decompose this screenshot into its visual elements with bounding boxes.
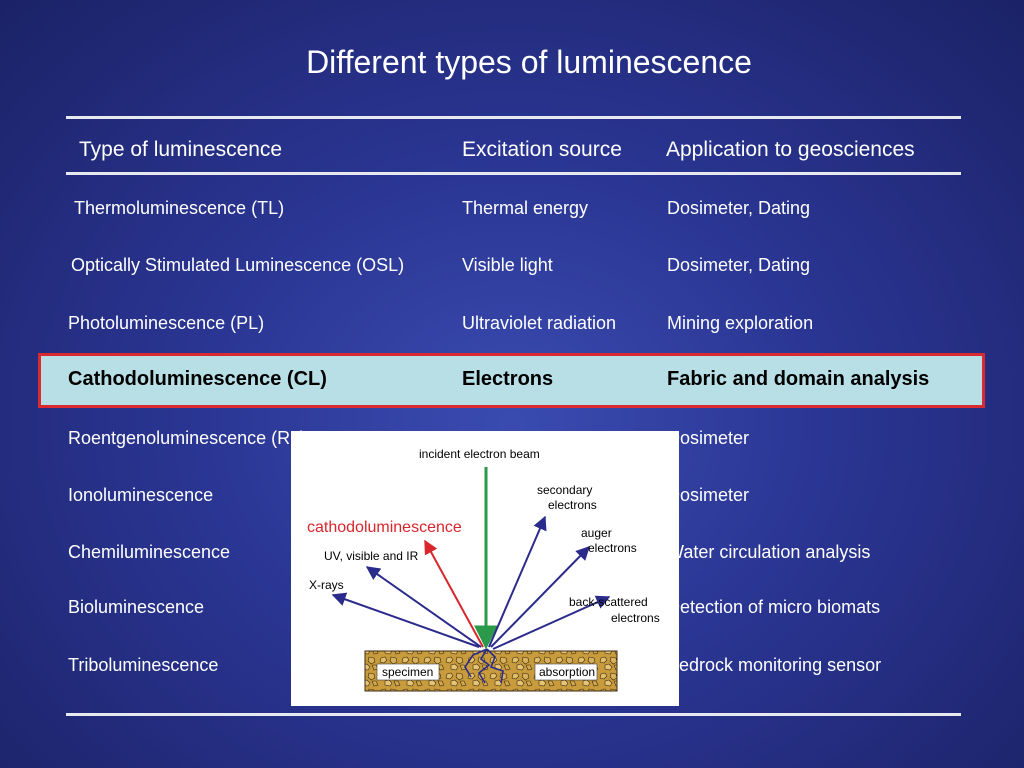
row-type: Thermoluminescence (TL) (74, 198, 285, 218)
row-type: Bioluminescence (68, 597, 205, 617)
bottom-rule (66, 713, 961, 716)
row-application: Mining exploration (667, 313, 814, 333)
row-application: Dosimeter, Dating (667, 255, 811, 275)
slide-title: Different types of luminescence (306, 44, 752, 80)
cl-arrow (424, 539, 484, 648)
header-rule (66, 172, 961, 175)
highlight-row-box (38, 353, 985, 408)
row-source: Ultraviolet radiation (462, 313, 617, 333)
auger-label-1: auger (581, 526, 612, 540)
specimen-label-box (376, 663, 440, 681)
row-application: Detection of micro biomats (667, 597, 881, 617)
row-application: Bedrock monitoring sensor (667, 655, 882, 675)
row-application: Dosimeter (667, 428, 750, 448)
secondary-label-2: electrons (548, 498, 597, 512)
backscattered-arrow (492, 595, 611, 650)
auger-arrow (490, 546, 590, 648)
header-type: Type of luminescence (79, 138, 283, 161)
cl-label: cathodoluminescence (307, 519, 462, 536)
top-rule (66, 116, 961, 119)
row-application: Water circulation analysis (667, 542, 871, 562)
row-type: Triboluminescence (68, 655, 219, 675)
auger-label-2: electrons (588, 541, 637, 555)
row-application: Dosimeter (667, 485, 750, 505)
row-type: Chemiluminescence (68, 542, 231, 562)
secondary-arrow (488, 515, 547, 648)
xrays-arrow (331, 592, 480, 648)
row-type-highlight: Cathodoluminescence (CL) (68, 368, 327, 390)
header-application: Application to geosciences (666, 138, 915, 161)
incident-beam-label: incident electron beam (419, 447, 540, 461)
diagram-svg: specimen absorption incident electron be… (307, 447, 660, 692)
absorption-label: absorption (539, 665, 595, 679)
row-type: Ionoluminescence (68, 485, 214, 505)
absorption-label-box (534, 663, 598, 681)
backscattered-label-1: back-scattered (569, 595, 648, 609)
row-type: Photoluminescence (PL) (68, 313, 265, 333)
row-source: Thermal energy (462, 198, 589, 218)
absorption-paths (464, 648, 504, 684)
row-application-highlight: Fabric and domain analysis (667, 368, 930, 390)
backscattered-label-2: electrons (611, 611, 660, 625)
row-source: Visible light (462, 255, 553, 275)
secondary-label-1: secondary (537, 483, 592, 497)
row-application: Dosimeter, Dating (667, 198, 811, 218)
cathodoluminescence-diagram: specimen absorption incident electron be… (291, 431, 679, 706)
row-source-highlight: Electrons (462, 368, 554, 390)
specimen-label: specimen (382, 665, 433, 679)
uv-arrow (365, 566, 482, 648)
header-source: Excitation source (462, 138, 622, 161)
xrays-label: X-rays (309, 578, 344, 592)
row-type: Optically Stimulated Luminescence (OSL) (71, 255, 405, 275)
uv-label: UV, visible and IR (324, 549, 419, 563)
row-type: Roentgenoluminescence (RL) (68, 428, 307, 448)
